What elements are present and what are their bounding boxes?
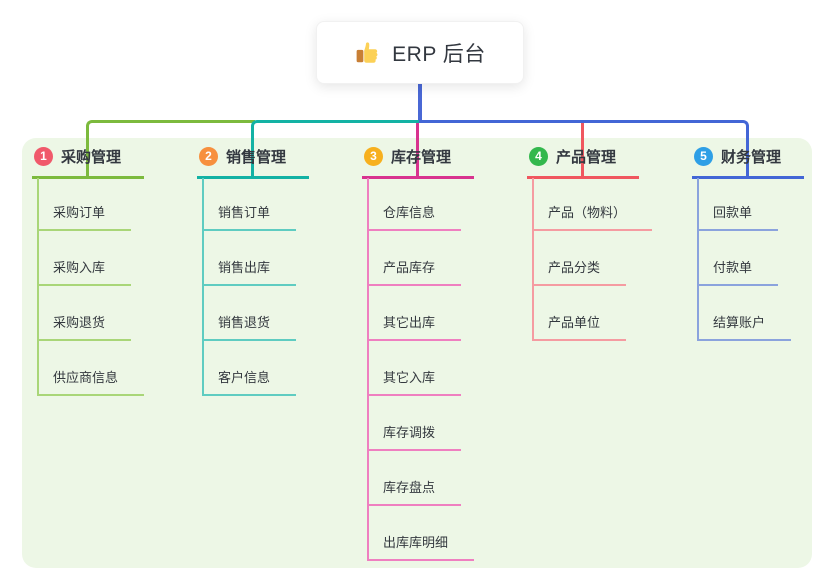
branch-label: 财务管理 [721, 149, 782, 166]
mindmap-child-node[interactable]: 产品分类 [532, 231, 688, 286]
branch-children-list: 销售订单销售出库销售退货客户信息 [193, 179, 358, 396]
child-node-label: 库存调拨 [367, 425, 462, 451]
mindmap-child-node[interactable]: 供应商信息 [37, 341, 193, 396]
child-node-label: 采购退货 [37, 315, 132, 341]
child-node-label: 销售退货 [202, 315, 297, 341]
connector-root-line [418, 80, 422, 122]
mindmap-branch: 2 销售管理 销售订单销售出库销售退货客户信息 [193, 140, 358, 396]
branch-children-list: 仓库信息产品库存其它出库其它入库库存调拨库存盘点出库库明细 [358, 179, 523, 561]
branch-header-node[interactable]: 3 库存管理 [362, 140, 474, 179]
child-node-label: 产品分类 [532, 260, 627, 286]
child-node-label: 其它入库 [367, 370, 462, 396]
child-node-label: 付款单 [697, 260, 779, 286]
branch-children-connector [532, 177, 534, 339]
child-node-label: 其它出库 [367, 315, 462, 341]
mindmap-child-node[interactable]: 销售出库 [202, 231, 358, 286]
branch-children-connector [202, 177, 204, 394]
connector-branch-3 [415, 122, 419, 178]
child-node-label: 产品（物料） [532, 205, 653, 231]
mindmap-branch: 3 库存管理 仓库信息产品库存其它出库其它入库库存调拨库存盘点出库库明细 [358, 140, 523, 561]
child-node-label: 仓库信息 [367, 205, 462, 231]
mindmap-branch: 4 产品管理 产品（物料） 产品分类产品单位 [523, 140, 688, 341]
mindmap-child-node[interactable]: 客户信息 [202, 341, 358, 396]
mindmap-child-node[interactable]: 库存调拨 [367, 396, 523, 451]
branch-children-list: 回款单付款单结算账户 [688, 179, 839, 341]
branches-panel [22, 138, 812, 568]
mindmap-child-node[interactable]: 采购退货 [37, 286, 193, 341]
branch-children-connector [37, 177, 39, 394]
child-node-label: 供应商信息 [37, 370, 145, 396]
branch-header-node[interactable]: 2 销售管理 [197, 140, 309, 179]
mindmap-child-node[interactable]: 付款单 [697, 231, 839, 286]
branch-label: 销售管理 [226, 149, 287, 166]
mindmap-child-node[interactable]: 其它出库 [367, 286, 523, 341]
branch-number-badge: 5 [694, 147, 713, 166]
branch-children-list: 采购订单采购入库采购退货供应商信息 [28, 179, 193, 396]
branch-number-badge: 4 [529, 147, 548, 166]
mindmap-branch: 5 财务管理 回款单付款单结算账户 [688, 140, 839, 341]
branch-header-node[interactable]: 1 采购管理 [32, 140, 144, 179]
mindmap-child-node[interactable]: 出库库明细 [367, 506, 523, 561]
mindmap-child-node[interactable]: 仓库信息 [367, 179, 523, 231]
thumbs-up-icon [356, 42, 378, 63]
branch-number-badge: 2 [199, 147, 218, 166]
mindmap-child-node[interactable]: 采购订单 [37, 179, 193, 231]
branch-label: 采购管理 [61, 149, 122, 166]
branch-children-connector [697, 177, 699, 339]
mindmap-child-node[interactable]: 销售退货 [202, 286, 358, 341]
child-node-label: 销售出库 [202, 260, 297, 286]
child-node-label: 销售订单 [202, 205, 297, 231]
mindmap-child-node[interactable]: 产品（物料） [532, 179, 688, 231]
mindmap-child-node[interactable]: 其它入库 [367, 341, 523, 396]
mindmap-child-node[interactable]: 采购入库 [37, 231, 193, 286]
mindmap-child-node[interactable]: 回款单 [697, 179, 839, 231]
branch-label: 库存管理 [391, 149, 452, 166]
connector-branch-5 [419, 120, 749, 178]
mindmap-child-node[interactable]: 销售订单 [202, 179, 358, 231]
connector-branch-2 [250, 120, 420, 178]
root-node-title: ERP 后台 [392, 42, 486, 66]
root-node[interactable]: ERP 后台 [316, 21, 524, 84]
branch-children-connector [367, 177, 369, 559]
mindmap-child-node[interactable]: 结算账户 [697, 286, 839, 341]
child-node-label: 产品单位 [532, 315, 627, 341]
child-node-label: 产品库存 [367, 260, 462, 286]
child-node-label: 出库库明细 [367, 535, 475, 561]
child-node-label: 采购订单 [37, 205, 132, 231]
mindmap-child-node[interactable]: 库存盘点 [367, 451, 523, 506]
branch-children-list: 产品（物料） 产品分类产品单位 [523, 179, 688, 341]
mindmap-child-node[interactable]: 产品库存 [367, 231, 523, 286]
child-node-label: 回款单 [697, 205, 779, 231]
branch-number-badge: 3 [364, 147, 383, 166]
mindmap-branch: 1 采购管理 采购订单采购入库采购退货供应商信息 [28, 140, 193, 396]
child-node-label: 结算账户 [697, 315, 792, 341]
mindmap-child-node[interactable]: 产品单位 [532, 286, 688, 341]
child-node-label: 客户信息 [202, 370, 297, 396]
connector-branch-4 [580, 122, 584, 178]
branch-header-node[interactable]: 5 财务管理 [692, 140, 804, 179]
child-node-label: 库存盘点 [367, 480, 462, 506]
branch-label: 产品管理 [556, 149, 617, 166]
branch-header-node[interactable]: 4 产品管理 [527, 140, 639, 179]
connector-branch-1 [85, 120, 255, 178]
branch-number-badge: 1 [34, 147, 53, 166]
child-node-label: 采购入库 [37, 260, 132, 286]
